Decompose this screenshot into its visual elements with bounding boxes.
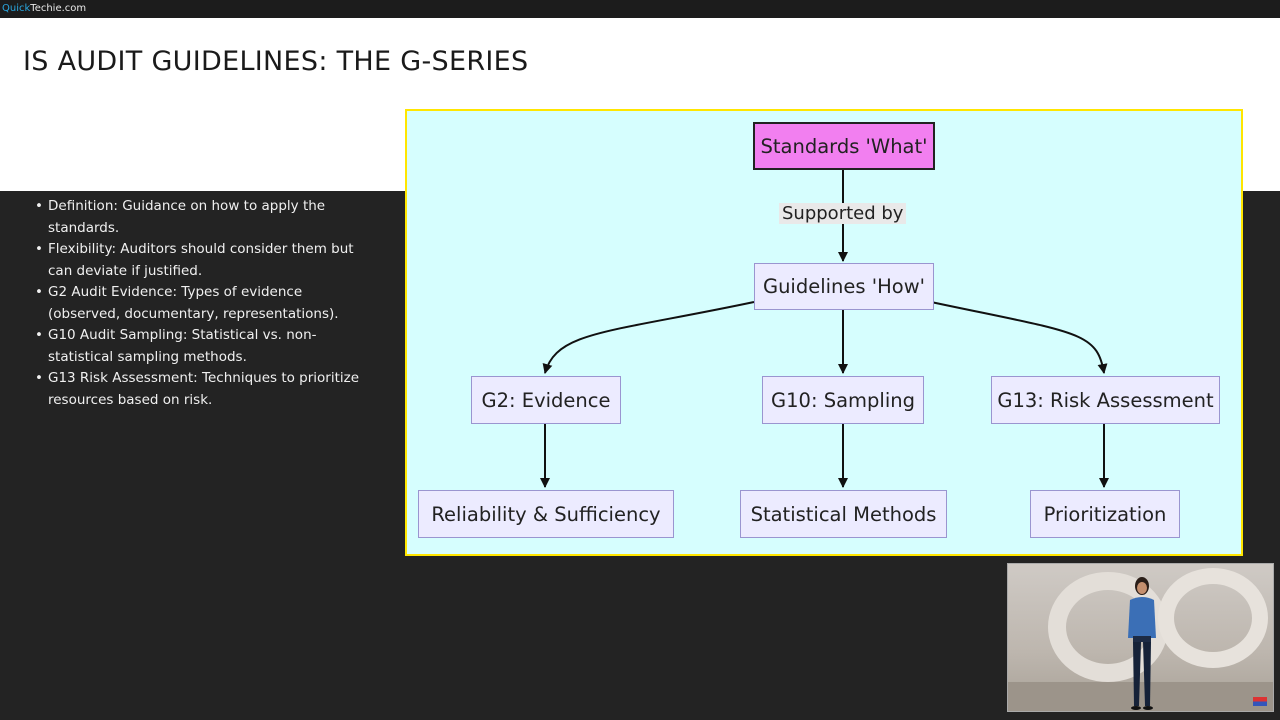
- node-g10-sampling: G10: Sampling: [762, 376, 924, 424]
- flag-icon: [1253, 697, 1267, 706]
- node-reliability-sufficiency: Reliability & Sufficiency: [418, 490, 674, 538]
- bullet-item: Flexibility: Auditors should consider th…: [30, 239, 375, 282]
- flow-diagram: Standards 'What' Supported by Guidelines…: [405, 109, 1243, 556]
- node-statistical-methods: Statistical Methods: [740, 490, 947, 538]
- bullet-item: G13 Risk Assessment: Techniques to prior…: [30, 368, 375, 411]
- bullet-item: Definition: Guidance on how to apply the…: [30, 196, 375, 239]
- edge-guidelines-to-g2: [542, 301, 755, 374]
- brand-name-part2: Techie.com: [30, 3, 87, 14]
- presenter-video: [1007, 563, 1274, 712]
- bullet-item: G2 Audit Evidence: Types of evidence (ob…: [30, 282, 375, 325]
- presenter-figure: [1128, 577, 1156, 710]
- node-prioritization: Prioritization: [1030, 490, 1180, 538]
- node-g13-risk-assessment: G13: Risk Assessment: [991, 376, 1220, 424]
- bullet-list: Definition: Guidance on how to apply the…: [30, 196, 375, 411]
- node-guidelines: Guidelines 'How': [754, 263, 934, 310]
- node-g2-evidence: G2: Evidence: [471, 376, 621, 424]
- diagram-edges: [540, 169, 1109, 488]
- backdrop-ring: [1158, 568, 1268, 668]
- top-bar: QuickTechie.com: [0, 0, 1280, 18]
- brand-name-part1: Quick: [2, 3, 31, 14]
- bullet-item: G10 Audit Sampling: Statistical vs. non-…: [30, 325, 375, 368]
- edge-guidelines-to-g13: [930, 301, 1108, 374]
- edge-label-supported-by: Supported by: [779, 203, 907, 224]
- brand-logo: QuickTechie.com: [2, 3, 86, 15]
- slide-title: IS AUDIT GUIDELINES: THE G-SERIES: [23, 46, 529, 77]
- stage-floor: [1008, 682, 1273, 711]
- node-standards: Standards 'What': [753, 122, 935, 170]
